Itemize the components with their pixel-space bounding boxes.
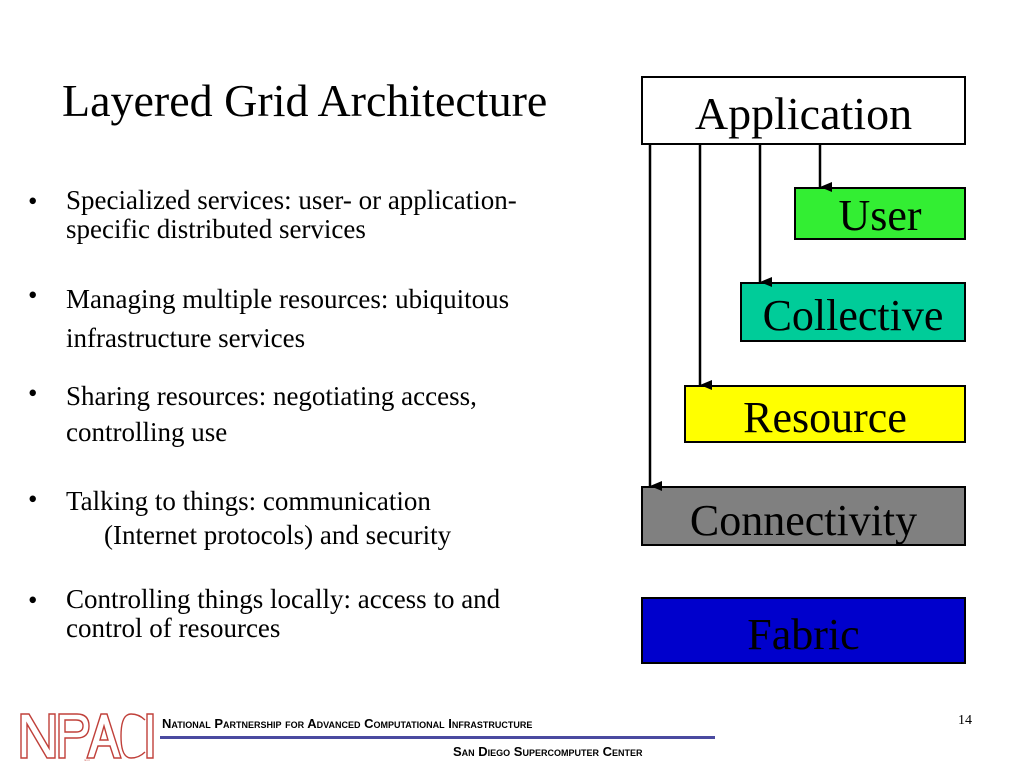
- logo-letter-n: [20, 713, 56, 759]
- logo-letter-p: [58, 713, 90, 759]
- layer-collective: Collective: [740, 282, 966, 342]
- layer-resource: Resource: [684, 385, 966, 443]
- bullet-line: specific distributed services: [66, 214, 366, 244]
- layer-label: Collective: [762, 291, 944, 340]
- bullet-line: controlling use: [66, 417, 228, 447]
- bullet-line: Managing multiple resources: ubiquitous: [66, 284, 510, 314]
- layer-fabric: Fabric: [641, 597, 966, 664]
- footer-center: San Diego Supercomputer Center: [453, 744, 643, 759]
- bullet-line: Controlling things locally: access to an…: [66, 584, 501, 614]
- bullet-line: Talking to things: communication: [66, 486, 431, 516]
- layer-application: Application: [641, 76, 966, 145]
- footer-rule: [160, 736, 715, 739]
- logo-letter-a: [86, 713, 122, 759]
- layer-label: Resource: [743, 393, 907, 442]
- bullet-dot: •: [28, 186, 38, 216]
- bullet-dot: •: [28, 378, 38, 408]
- layer-label: Application: [694, 88, 913, 139]
- bullet-line: control of resources: [66, 613, 281, 643]
- logo-letter-i: [146, 713, 154, 759]
- bullet-line: infrastructure services: [66, 323, 306, 353]
- footer-partnership: National Partnership for Advanced Comput…: [162, 716, 533, 731]
- page-number: 14: [958, 713, 972, 728]
- layer-connectivity: Connectivity: [641, 486, 966, 546]
- bullet-line: (Internet protocols) and security: [104, 520, 452, 550]
- bullet-line: Specialized services: user- or applicati…: [66, 185, 517, 215]
- layer-label: User: [838, 191, 922, 240]
- layer-label: Connectivity: [689, 496, 918, 545]
- layer-label: Fabric: [747, 610, 860, 659]
- bullet-dot: •: [28, 585, 38, 615]
- logo-letter-c: [120, 713, 146, 759]
- layer-user: User: [794, 187, 966, 240]
- bullet-dot: •: [28, 484, 38, 514]
- bullet-line: Sharing resources: negotiating access,: [66, 381, 477, 411]
- bullet-dot: •: [28, 280, 38, 310]
- logo-text: NPACI: [84, 759, 90, 762]
- npaci-logo: NPACI: [20, 713, 154, 762]
- slide-title: Layered Grid Architecture: [62, 75, 548, 126]
